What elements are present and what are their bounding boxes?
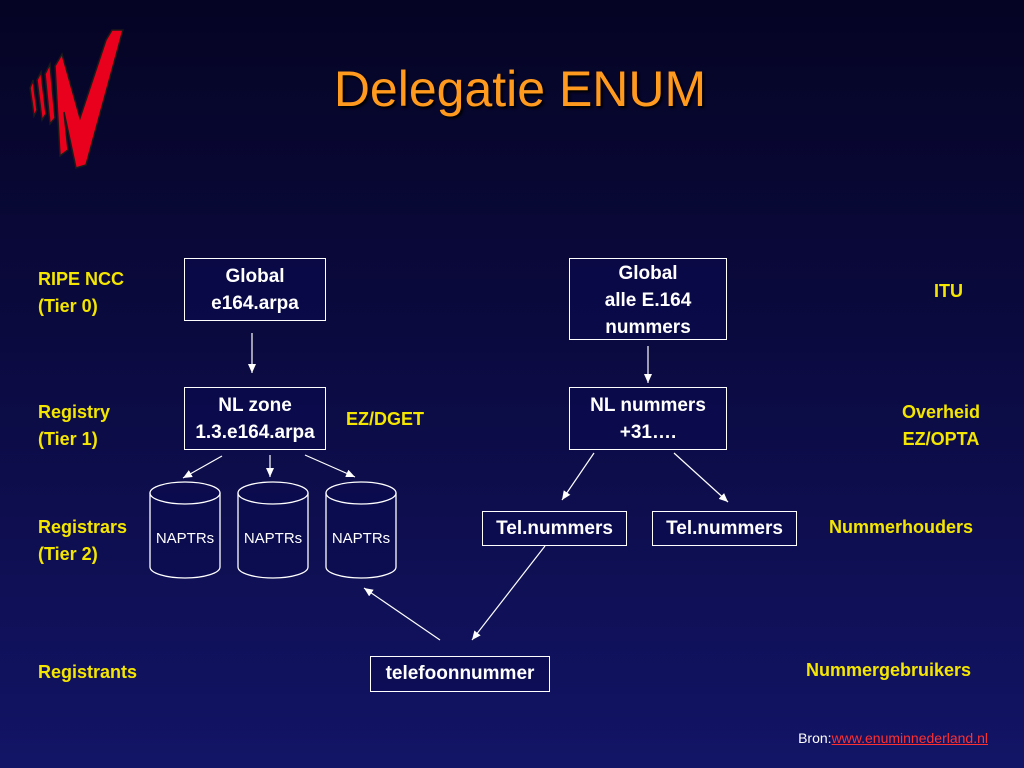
source-prefix: Bron: — [798, 730, 832, 746]
n-logo-icon — [29, 29, 124, 169]
arrow-telefoonnummer-to-naptr — [363, 587, 441, 641]
label-ripe-ncc: RIPE NCC(Tier 0) — [38, 269, 125, 316]
naptr-cylinder-2 — [237, 481, 309, 579]
naptr-cylinder-1 — [149, 481, 221, 579]
label-nummerhouders: Nummerhouders — [829, 517, 974, 537]
label-nummergebruikers: Nummergebruikers — [806, 660, 972, 680]
box-tel-nummers-2: Tel.nummers — [652, 511, 797, 546]
naptr-label-3: NAPTRs — [331, 530, 391, 547]
source-link[interactable]: www.enuminnederland.nl — [831, 730, 988, 746]
naptr-label-1: NAPTRs — [155, 530, 215, 547]
box-nl-nummers: NL nummers+31…. — [569, 387, 727, 450]
label-registry: Registry(Tier 1) — [38, 402, 111, 449]
source-credit: Bron:www.enuminnederland.nl — [798, 730, 988, 746]
box-telefoonnummer: telefoonnummer — [370, 656, 550, 692]
box-tel-nummers-1: Tel.nummers — [482, 511, 627, 546]
arrow-nlnummers-to-tel2 — [673, 452, 729, 503]
arrow-nlzone-to-naptr3 — [304, 454, 356, 478]
arrow-nlzone-to-naptr1 — [182, 455, 223, 479]
label-ez-dget: EZ/DGET — [346, 409, 425, 429]
label-registrants: Registrants — [38, 662, 138, 682]
naptr-cylinder-3 — [325, 481, 397, 579]
label-itu: ITU — [934, 281, 963, 301]
arrow-tel1-to-telefoonnummer — [471, 545, 546, 641]
naptr-label-2: NAPTRs — [243, 530, 303, 547]
page-title: Delegatie ENUM — [333, 61, 707, 117]
arrow-nlnummers-to-tel1 — [561, 452, 595, 501]
label-registrars: Registrars(Tier 2) — [38, 517, 128, 564]
